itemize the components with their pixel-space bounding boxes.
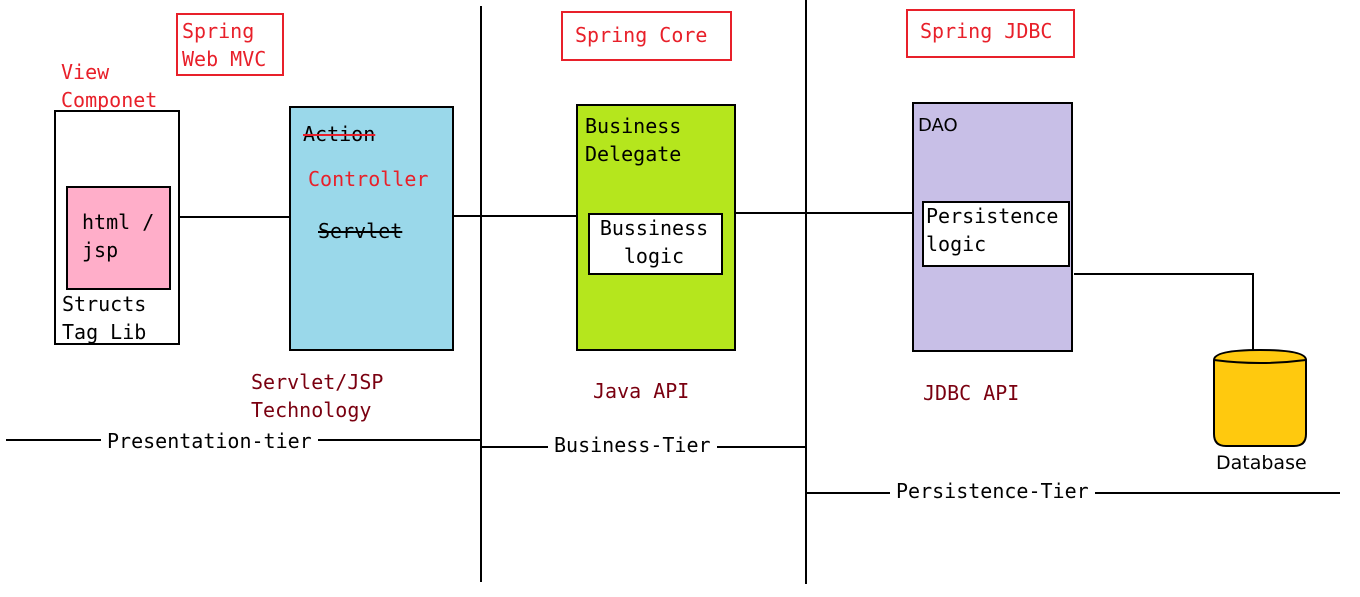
- connector-business-dao: [735, 212, 913, 214]
- tier-separator-1: [480, 6, 482, 582]
- connector-persistence-db-v: [1252, 273, 1254, 353]
- tier-separator-2: [805, 0, 807, 584]
- database-label: Database: [1216, 452, 1307, 474]
- persistence-tier-label: Persistence-Tier: [890, 477, 1095, 505]
- spring-core-label: Spring Core: [561, 11, 732, 61]
- java-api-label: Java API: [593, 379, 690, 403]
- html-jsp-box: [66, 186, 171, 290]
- view-component-box: [54, 110, 180, 345]
- controller-label: Controller: [308, 167, 429, 191]
- controller-box: [289, 106, 454, 351]
- connector-persistence-db-h: [1074, 273, 1254, 275]
- html-jsp-label: html / jsp: [82, 210, 155, 262]
- struts-tag-lib-label: Structs Tag Lib: [62, 292, 147, 344]
- jdbc-api-label: JDBC API: [923, 381, 1020, 405]
- servlet-jsp-technology-label: Servlet/JSP Technology: [251, 370, 384, 422]
- dao-title: DAO: [918, 115, 958, 136]
- persistence-logic-box: [922, 201, 1070, 267]
- spring-web-mvc-label: Spring Web MVC: [176, 13, 284, 76]
- connector-controller-business: [453, 215, 577, 217]
- presentation-tier-label: Presentation-tier: [101, 427, 318, 455]
- business-logic-label: Bussiness logic: [599, 216, 709, 268]
- business-tier-label: Business-Tier: [548, 431, 717, 459]
- connector-view-controller: [180, 216, 290, 218]
- persistence-logic-label: Persistence logic: [926, 204, 1059, 256]
- business-delegate-title: Business Delegate: [585, 114, 682, 166]
- servlet-label: Servlet: [318, 219, 403, 243]
- spring-jdbc-label: Spring JDBC: [906, 9, 1075, 58]
- database-icon: [1213, 348, 1307, 447]
- view-component-title: View Componet: [61, 60, 158, 112]
- action-label: Action: [303, 122, 376, 146]
- business-logic-box: [588, 213, 723, 275]
